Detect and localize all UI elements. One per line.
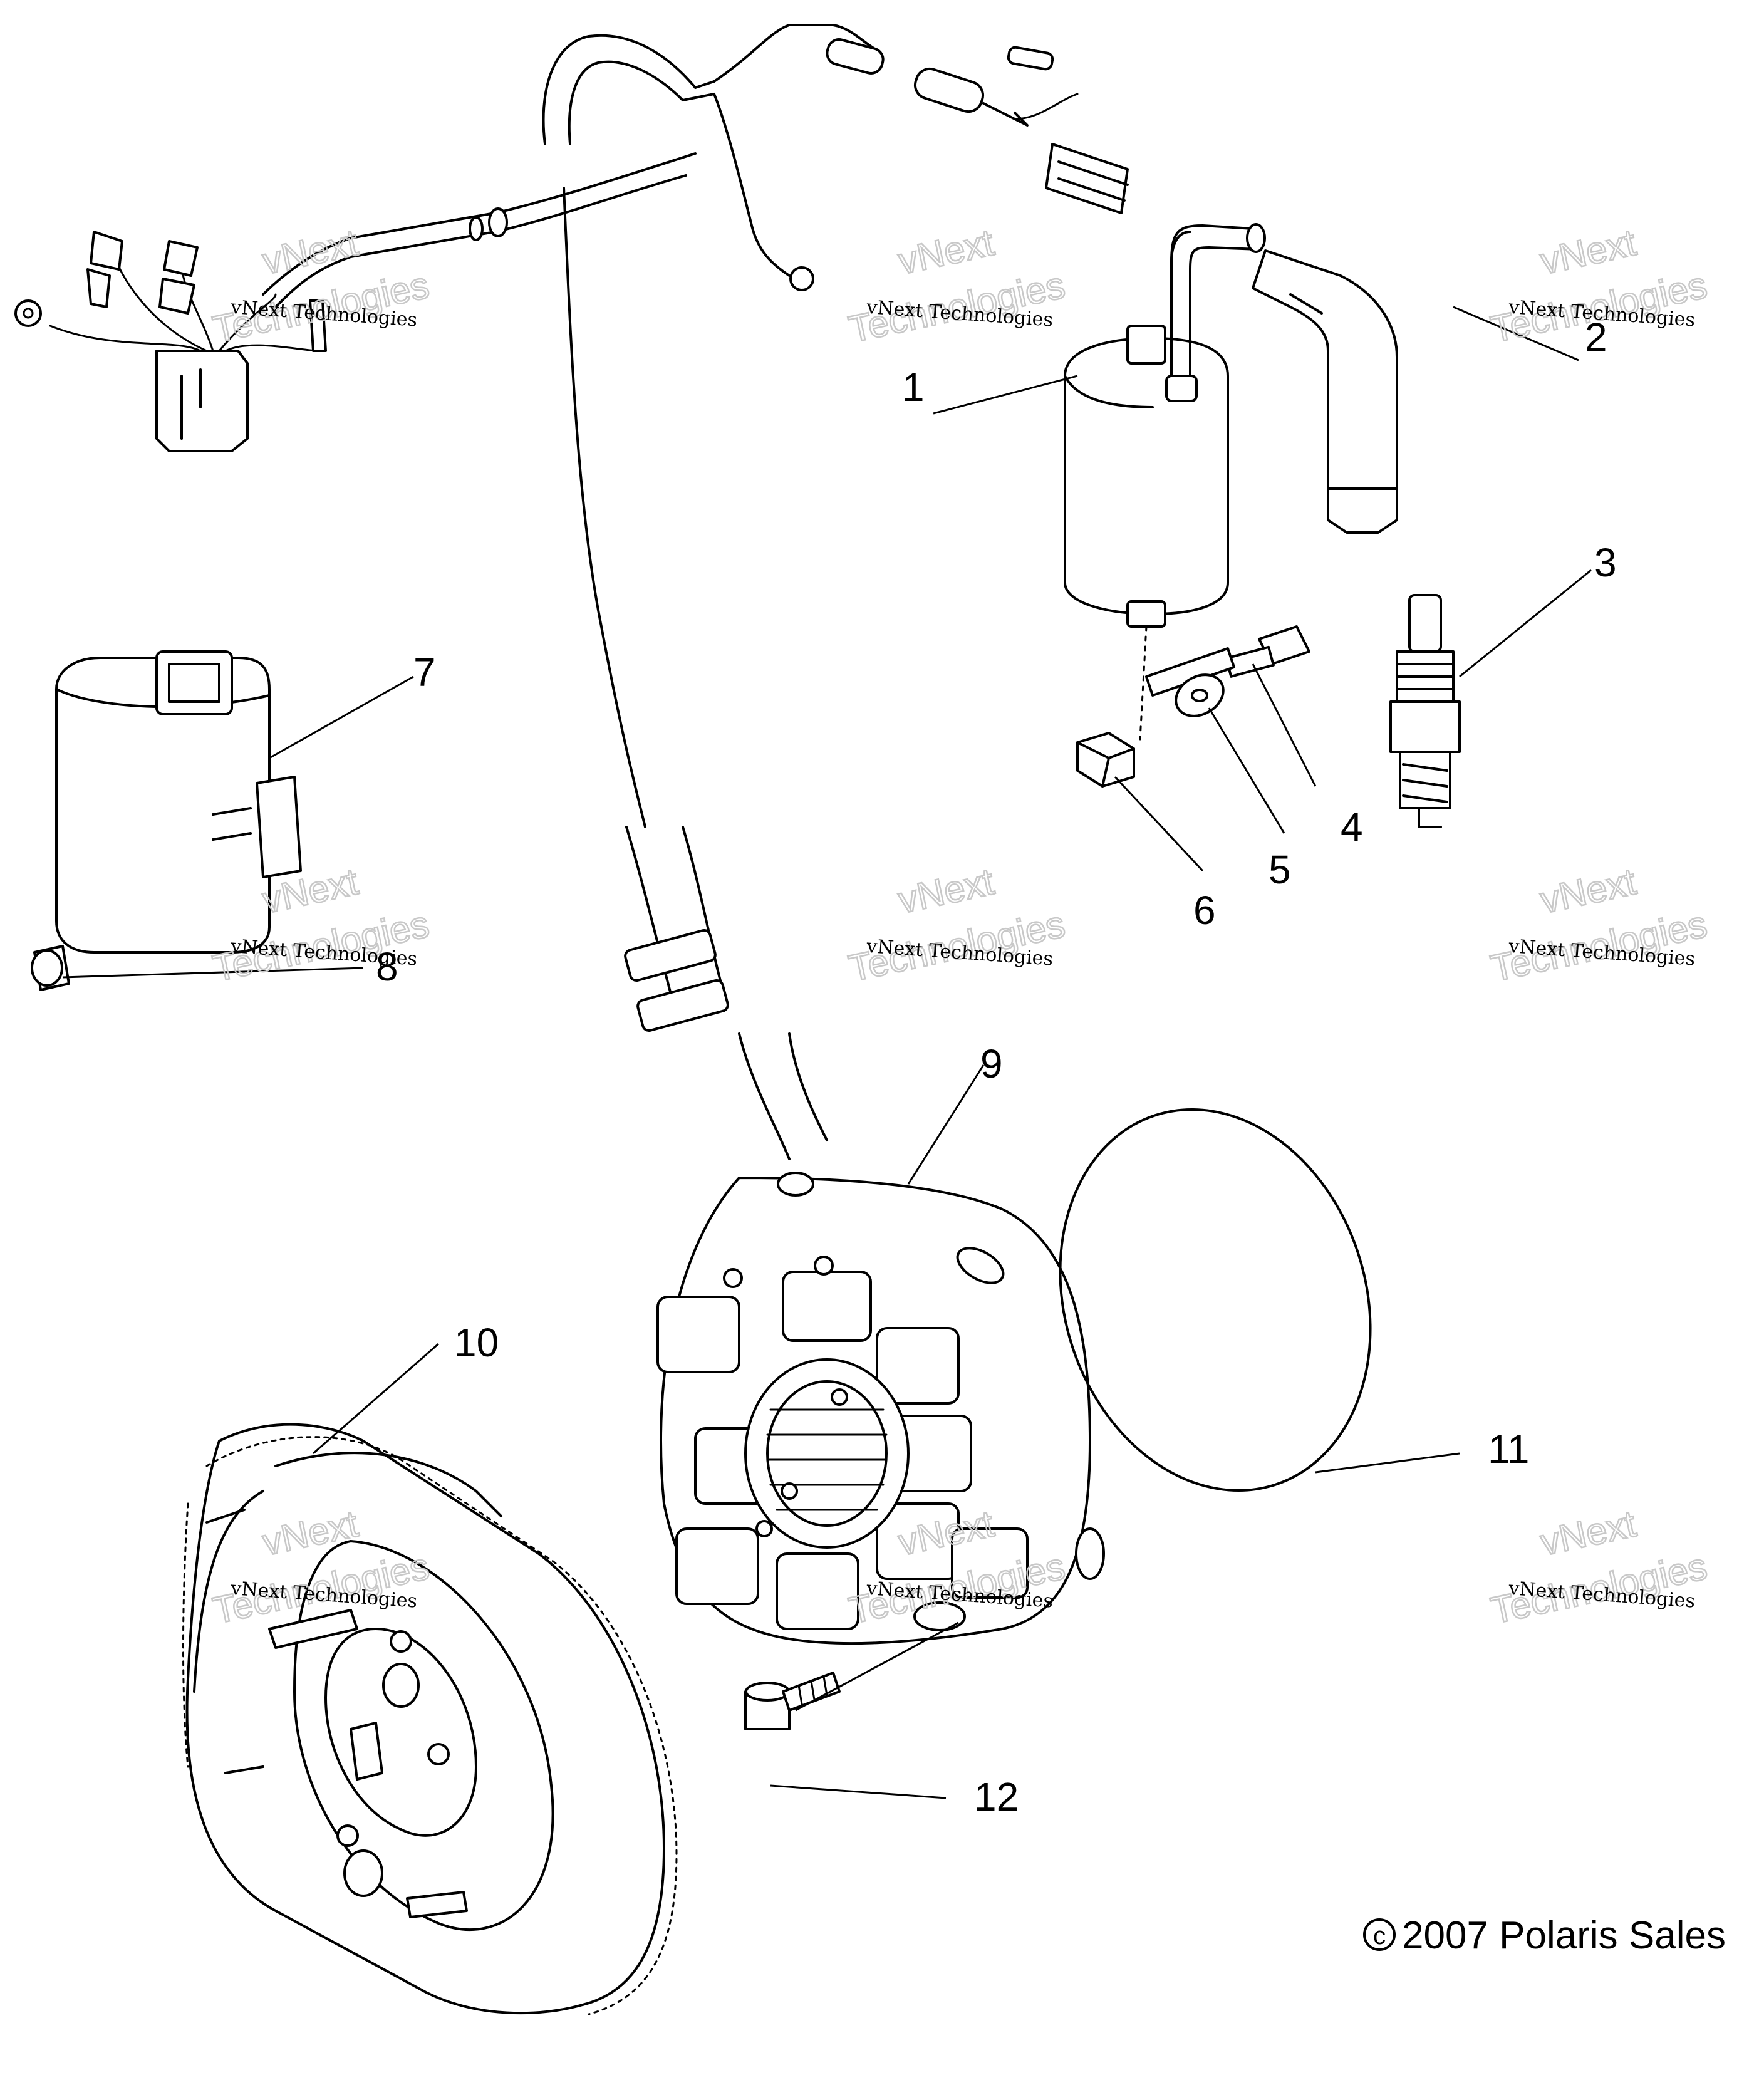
svg-text:vNext: vNext <box>895 860 997 921</box>
leader-lines <box>62 306 1592 1799</box>
gasket <box>1059 1108 1372 1492</box>
watermark: vNext Technologies vNext Technologies <box>1486 1502 1711 1633</box>
stator <box>624 826 1105 1645</box>
nut <box>1076 732 1135 788</box>
svg-text:vNext: vNext <box>1537 221 1639 282</box>
callout-5: 5 <box>1269 847 1291 892</box>
copyright: c 2007 Polaris Sales <box>1363 1914 1726 1957</box>
callout-labels: 1 2 3 4 5 6 7 8 9 10 11 12 <box>376 315 1617 1819</box>
copyright-icon <box>1363 1918 1396 1951</box>
callout-3: 3 <box>1594 540 1617 585</box>
cdi-module <box>55 650 302 954</box>
copyright-text: 2007 Polaris Sales <box>1402 1914 1726 1957</box>
watermark: vNext Technologies vNext Technologies <box>1486 860 1711 991</box>
copyright-symbol: c <box>1373 1922 1386 1950</box>
svg-text:vNext: vNext <box>1537 1502 1639 1563</box>
spark-plug-cap <box>1170 223 1398 534</box>
svg-text:vNext: vNext <box>1537 860 1639 921</box>
coil-bolt <box>1145 625 1310 697</box>
stator-bolt <box>744 1672 841 1730</box>
callout-11: 11 <box>1488 1427 1529 1472</box>
watermark: vNext Technologies vNext Technologies <box>844 221 1069 351</box>
callout-2: 2 <box>1585 315 1607 360</box>
ignition-coil <box>1064 231 1229 741</box>
svg-text:vNext: vNext <box>895 221 997 282</box>
wire-harness <box>14 24 1129 828</box>
screw <box>31 945 70 991</box>
stator-coils <box>656 1256 1029 1630</box>
callout-6: 6 <box>1193 888 1216 933</box>
callout-9: 9 <box>980 1041 1003 1086</box>
callout-7: 7 <box>413 650 436 695</box>
callout-12: 12 <box>974 1774 1019 1819</box>
flywheel <box>182 1423 678 2015</box>
svg-text:vNext: vNext <box>259 221 361 282</box>
callout-10: 10 <box>454 1320 499 1365</box>
callout-1: 1 <box>902 365 925 410</box>
spark-plug <box>1389 594 1461 828</box>
callout-8: 8 <box>376 944 398 989</box>
watermark: vNext Technologies vNext Technologies <box>844 860 1069 991</box>
washer <box>1175 673 1225 717</box>
callout-4: 4 <box>1341 804 1363 850</box>
